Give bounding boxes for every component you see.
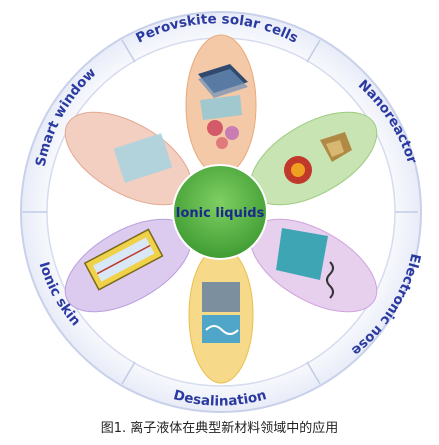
crystal-icon (207, 120, 223, 136)
label-desalination: Desalination (172, 387, 268, 409)
figure-caption: 图1. 离子液体在典型新材料领域中的应用 (100, 421, 339, 436)
ring-dividers (22, 39, 418, 385)
helix-icon (326, 261, 334, 299)
sensor-icon (276, 228, 328, 280)
center-label: Ionic liquids (176, 206, 265, 221)
skin-device-icon (83, 228, 164, 291)
center-circle (172, 164, 268, 260)
petal-desalination (188, 246, 254, 384)
membrane-icon (202, 282, 240, 312)
petal-perovskite (185, 34, 257, 176)
window-icon (113, 133, 173, 183)
